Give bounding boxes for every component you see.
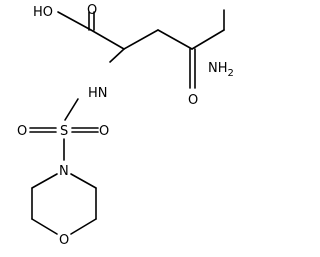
bond-ring-n-c1 [31, 173, 58, 189]
sulfonyl-o-right-label: O [99, 124, 109, 139]
bond-alpha-nh [109, 48, 125, 63]
morpholine-o-label: O [59, 233, 69, 248]
sulfonyl-o-left-label: O [17, 124, 27, 139]
sulfonamide-nh-label: HN [88, 86, 108, 101]
bond-ring-c4-n [70, 173, 97, 189]
amide-nh2-label: NH2 [208, 61, 234, 79]
bond-acid-c-oh [57, 11, 92, 31]
bond-gamma-amide-c [191, 29, 225, 50]
bond-ring-c2-o [31, 218, 58, 235]
hydroxyl-label: HO [33, 5, 53, 20]
bond-acid-c-alpha [90, 29, 125, 50]
bond-ring-o-c3 [70, 218, 97, 235]
morpholine-n-label: N [59, 164, 69, 179]
sulfur-label: S [60, 124, 68, 139]
amide-o-label: O [188, 93, 198, 108]
molecule-structure: HO O NH2 O HN S O O N O [17, 3, 234, 248]
bond-beta-gamma [157, 29, 193, 50]
bond-alpha-beta [123, 29, 159, 50]
acid-carbonyl-o-label: O [87, 3, 97, 18]
bond-nh-s [64, 98, 79, 121]
amide-nh2-subscript: 2 [228, 68, 234, 79]
amide-nh2-main: NH [208, 61, 228, 76]
